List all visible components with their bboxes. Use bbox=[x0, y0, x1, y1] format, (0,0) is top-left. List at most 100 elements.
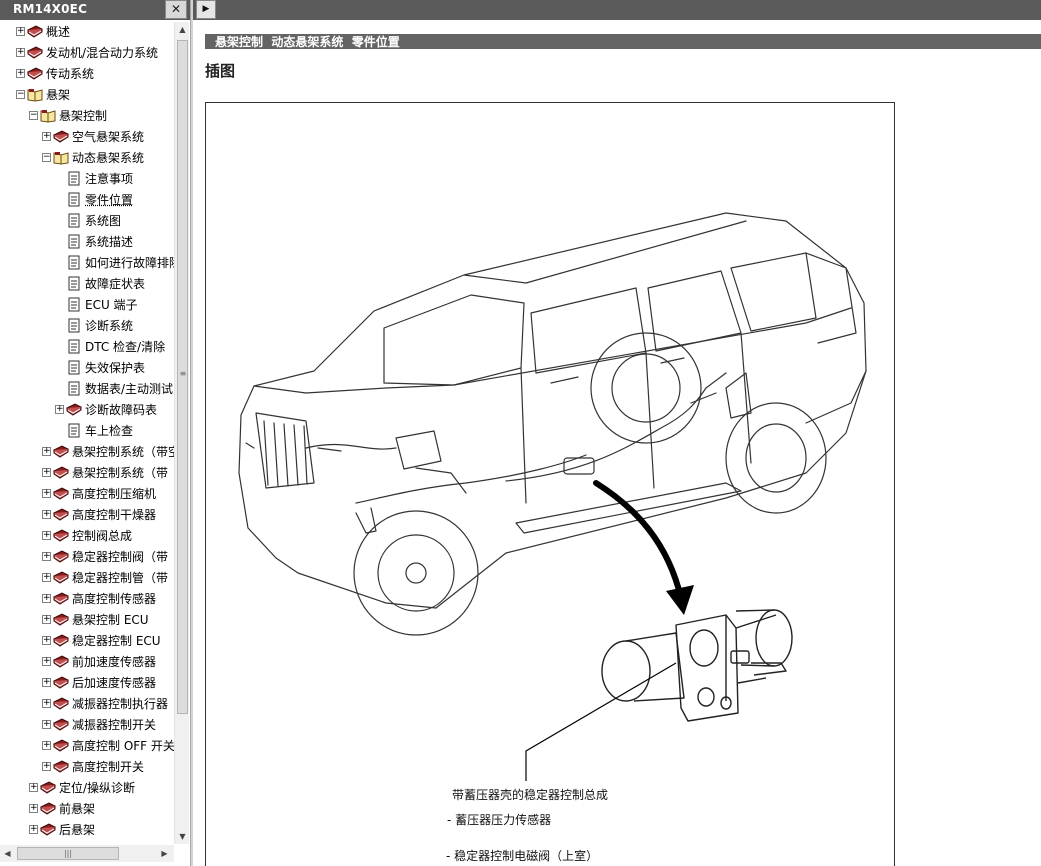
tree-item[interactable]: + 稳定器控制管（带 bbox=[0, 568, 174, 588]
tree-item[interactable]: +稳定器控制阀（带 bbox=[0, 547, 174, 567]
expand-nav-button[interactable]: ▶ bbox=[196, 0, 216, 19]
expand-plus-icon[interactable]: + bbox=[42, 761, 51, 771]
collapse-minus-icon[interactable]: − bbox=[16, 89, 25, 99]
collapse-minus-icon[interactable]: − bbox=[42, 152, 51, 162]
tree-item-label[interactable]: 悬架 bbox=[46, 88, 71, 102]
tree-item[interactable]: + 空气悬架系统 bbox=[0, 127, 174, 147]
tree-item-label[interactable]: 减振器控制执行器 bbox=[72, 697, 169, 711]
tree-item-label[interactable]: 稳定器控制 ECU bbox=[72, 634, 161, 648]
close-nav-button[interactable]: ✕ bbox=[165, 0, 187, 19]
collapse-minus-icon[interactable]: − bbox=[29, 110, 38, 120]
expand-plus-icon[interactable]: + bbox=[42, 677, 51, 687]
scroll-right-arrow[interactable]: ▶ bbox=[161, 849, 168, 858]
expand-plus-icon[interactable]: + bbox=[42, 551, 51, 561]
tree-item[interactable]: + 后悬架 bbox=[0, 820, 174, 840]
tree-item[interactable]: +前加速度传感器 bbox=[0, 652, 174, 672]
tree-item[interactable]: 系统图 bbox=[0, 211, 174, 231]
expand-plus-icon[interactable]: + bbox=[42, 467, 51, 477]
tree-item-label[interactable]: 失效保护表 bbox=[85, 361, 146, 375]
tree-item[interactable]: DTC 检查/清除 bbox=[0, 337, 174, 357]
tree-item-label[interactable]: 前悬架 bbox=[59, 802, 96, 816]
tree-item-label[interactable]: 诊断故障码表 bbox=[85, 403, 158, 417]
tree-item[interactable]: + 后加速度传感器 bbox=[0, 673, 174, 693]
tree-item[interactable]: + 高度控制开关 bbox=[0, 757, 174, 777]
expand-plus-icon[interactable]: + bbox=[42, 131, 51, 141]
tree-item-label[interactable]: ECU 端子 bbox=[85, 298, 138, 312]
tree-item-label[interactable]: 高度控制干燥器 bbox=[72, 508, 157, 522]
tree-item[interactable]: + 定位/操纵诊断 bbox=[0, 778, 174, 798]
vertical-scroll-thumb[interactable]: ≡ bbox=[177, 40, 188, 714]
tree-item-label[interactable]: 后悬架 bbox=[59, 823, 96, 837]
tree-item[interactable]: 诊断系统 bbox=[0, 316, 174, 336]
tree-item[interactable]: 数据表/主动测试 bbox=[0, 379, 174, 399]
tree-item-label[interactable]: 注意事项 bbox=[85, 172, 134, 186]
tree-item-label[interactable]: 高度控制开关 bbox=[72, 760, 145, 774]
expand-plus-icon[interactable]: + bbox=[16, 68, 25, 78]
tree-item-label[interactable]: 悬架控制系统（带 bbox=[72, 466, 169, 480]
expand-plus-icon[interactable]: + bbox=[16, 26, 25, 36]
tree-item-label[interactable]: 悬架控制 ECU bbox=[72, 613, 149, 627]
pane-splitter[interactable] bbox=[190, 0, 193, 866]
tree-item[interactable]: +高度控制 OFF 开关 bbox=[0, 736, 174, 756]
expand-plus-icon[interactable]: + bbox=[42, 593, 51, 603]
horizontal-scroll-thumb[interactable]: ||| bbox=[17, 847, 119, 860]
tree-item-label[interactable]: 动态悬架系统 bbox=[72, 151, 145, 165]
tree-item[interactable]: + 悬架控制系统（带 bbox=[0, 463, 174, 483]
tree-item[interactable]: + 稳定器控制 ECU bbox=[0, 631, 174, 651]
tree-item[interactable]: + 传动系统 bbox=[0, 64, 174, 84]
tree-item[interactable]: + 高度控制干燥器 bbox=[0, 505, 174, 525]
tree-item-label[interactable]: 如何进行故障排除 bbox=[85, 256, 174, 270]
tree-item[interactable]: + 概述 bbox=[0, 22, 174, 42]
tree-item-label[interactable]: 高度控制压缩机 bbox=[72, 487, 157, 501]
tree-item[interactable]: 故障症状表 bbox=[0, 274, 174, 294]
horizontal-scrollbar[interactable]: ◀ ||| ▶ bbox=[0, 845, 174, 862]
tree-item-label[interactable]: 高度控制传感器 bbox=[72, 592, 157, 606]
tree-item[interactable]: +诊断故障码表 bbox=[0, 400, 174, 420]
tree-item-label[interactable]: 车上检查 bbox=[85, 424, 134, 438]
expand-plus-icon[interactable]: + bbox=[42, 530, 51, 540]
tree-item-label[interactable]: 数据表/主动测试 bbox=[85, 382, 174, 396]
tree-item[interactable]: 车上检查 bbox=[0, 421, 174, 441]
tree-item-label[interactable]: 空气悬架系统 bbox=[72, 130, 145, 144]
tree-item[interactable]: +控制阀总成 bbox=[0, 526, 174, 546]
expand-plus-icon[interactable]: + bbox=[42, 635, 51, 645]
tree-item[interactable]: + 高度控制压缩机 bbox=[0, 484, 174, 504]
expand-plus-icon[interactable]: + bbox=[42, 488, 51, 498]
expand-plus-icon[interactable]: + bbox=[42, 698, 51, 708]
tree-item[interactable]: +减振器控制开关 bbox=[0, 715, 174, 735]
expand-plus-icon[interactable]: + bbox=[42, 740, 51, 750]
tree-item[interactable]: +发动机/混合动力系统 bbox=[0, 43, 174, 63]
tree-item-label[interactable]: 故障症状表 bbox=[85, 277, 146, 291]
tree-item-label-selected[interactable]: 零件位置 bbox=[85, 193, 134, 207]
scroll-left-arrow[interactable]: ◀ bbox=[4, 849, 11, 858]
tree-item[interactable]: +悬架控制 ECU bbox=[0, 610, 174, 630]
expand-plus-icon[interactable]: + bbox=[29, 803, 38, 813]
tree-item-label[interactable]: 后加速度传感器 bbox=[72, 676, 157, 690]
tree-item-label[interactable]: 传动系统 bbox=[46, 67, 95, 81]
tree-item-label[interactable]: 定位/操纵诊断 bbox=[59, 781, 136, 795]
tree-item[interactable]: ECU 端子 bbox=[0, 295, 174, 315]
tree-item-label[interactable]: 悬架控制 bbox=[59, 109, 108, 123]
tree-item[interactable]: 失效保护表 bbox=[0, 358, 174, 378]
tree-item[interactable]: 系统描述 bbox=[0, 232, 174, 252]
expand-plus-icon[interactable]: + bbox=[42, 572, 51, 582]
tree-item-label[interactable]: 发动机/混合动力系统 bbox=[46, 46, 159, 60]
tree-item[interactable]: 注意事项 bbox=[0, 169, 174, 189]
scroll-up-arrow[interactable]: ▲ bbox=[179, 25, 186, 34]
expand-plus-icon[interactable]: + bbox=[42, 446, 51, 456]
tree-item-label[interactable]: DTC 检查/清除 bbox=[85, 340, 166, 354]
expand-plus-icon[interactable]: + bbox=[29, 782, 38, 792]
expand-plus-icon[interactable]: + bbox=[42, 656, 51, 666]
tree-item[interactable]: + 高度控制传感器 bbox=[0, 589, 174, 609]
expand-plus-icon[interactable]: + bbox=[29, 824, 38, 834]
tree-item-label[interactable]: 概述 bbox=[46, 25, 71, 39]
tree-item[interactable]: − 悬架控制 bbox=[0, 106, 174, 126]
vertical-scrollbar[interactable]: ▲ ≡ ▼ bbox=[174, 22, 189, 844]
expand-plus-icon[interactable]: + bbox=[42, 719, 51, 729]
tree-item-label[interactable]: 系统描述 bbox=[85, 235, 134, 249]
tree-item-label[interactable]: 稳定器控制管（带 bbox=[72, 571, 169, 585]
tree-item[interactable]: + 减振器控制执行器 bbox=[0, 694, 174, 714]
tree-item[interactable]: − 动态悬架系统 bbox=[0, 148, 174, 168]
expand-plus-icon[interactable]: + bbox=[42, 509, 51, 519]
tree-item-label[interactable]: 诊断系统 bbox=[85, 319, 134, 333]
